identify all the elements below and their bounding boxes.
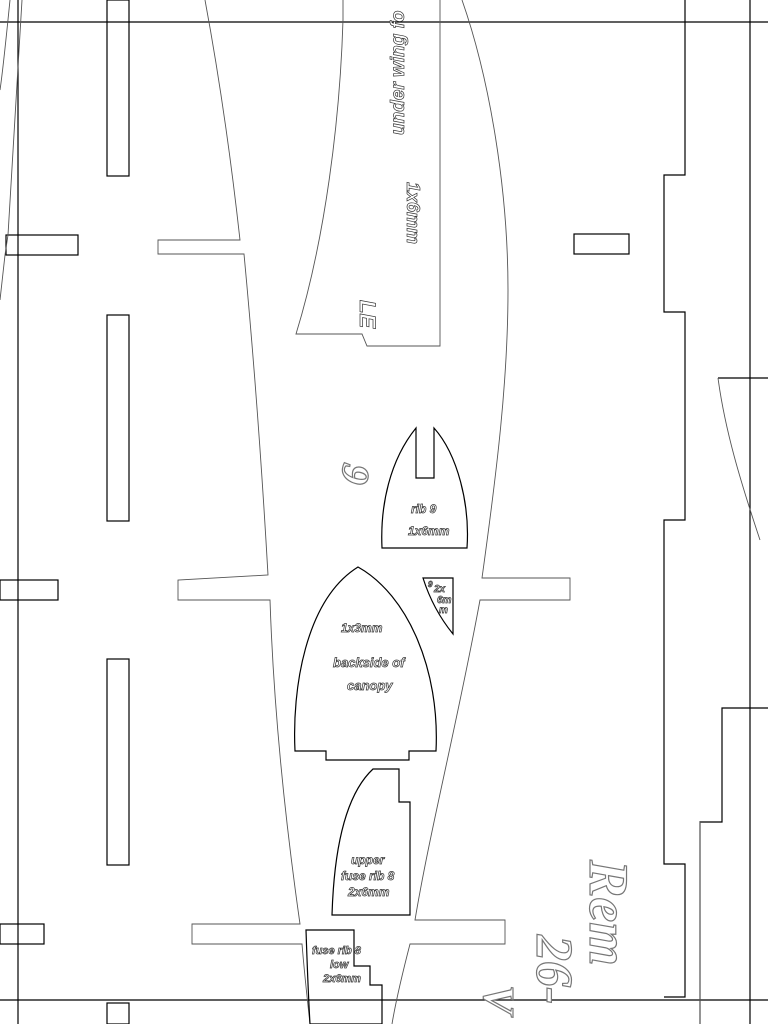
rib9-name: rib 9	[411, 502, 437, 516]
right-stepped-contour	[663, 0, 686, 998]
upper-rib-line1: upper	[351, 853, 386, 867]
right-slot	[573, 233, 630, 255]
small-part-m: m	[439, 605, 448, 616]
left-edge-tabs	[0, 234, 79, 945]
fuselage-side-outline	[157, 0, 311, 1024]
upper-rib-line2: fuse rib 8	[341, 869, 395, 883]
fuselage-outline-left	[0, 0, 23, 301]
far-right-steps	[699, 707, 768, 1024]
title-extra: V	[474, 985, 523, 1018]
title-word: Rem	[577, 859, 639, 966]
rib9-part	[381, 426, 469, 549]
le-mark: LE	[355, 300, 380, 329]
rib9-number: 9	[332, 460, 380, 488]
upper-rib-line3: 2x6mm	[347, 885, 390, 899]
lower-rib-line3: 2x6mm	[322, 973, 361, 985]
lower-fuse-rib8-part	[305, 929, 383, 1024]
canopy-backside-part	[294, 566, 437, 761]
canopy-name-1: backside of	[333, 655, 406, 670]
under-wing-label: under wing fo	[388, 10, 409, 135]
lower-rib-line2: low	[330, 959, 350, 971]
small-part-size: 2x	[433, 584, 446, 595]
fuselage-side-right	[391, 0, 571, 1024]
lower-rib-line1: fuse rib 8	[312, 945, 362, 957]
left-slots	[106, 0, 130, 1024]
canopy-name-2: canopy	[347, 678, 393, 693]
title-number: 26-	[525, 934, 582, 1004]
far-right-curve	[717, 377, 761, 541]
wing-underside-piece	[295, 0, 441, 347]
left-edge-curve	[0, 0, 11, 91]
small-triangle-part	[422, 577, 454, 636]
rib9-size: 1x6mm	[408, 524, 450, 538]
spar-size-label: 1x6mm	[403, 182, 423, 244]
small-part-num: 9	[428, 580, 433, 589]
canopy-size: 1x3mm	[341, 621, 383, 635]
small-part-unit: 6m	[437, 595, 452, 606]
upper-fuse-rib8-part	[331, 768, 411, 916]
